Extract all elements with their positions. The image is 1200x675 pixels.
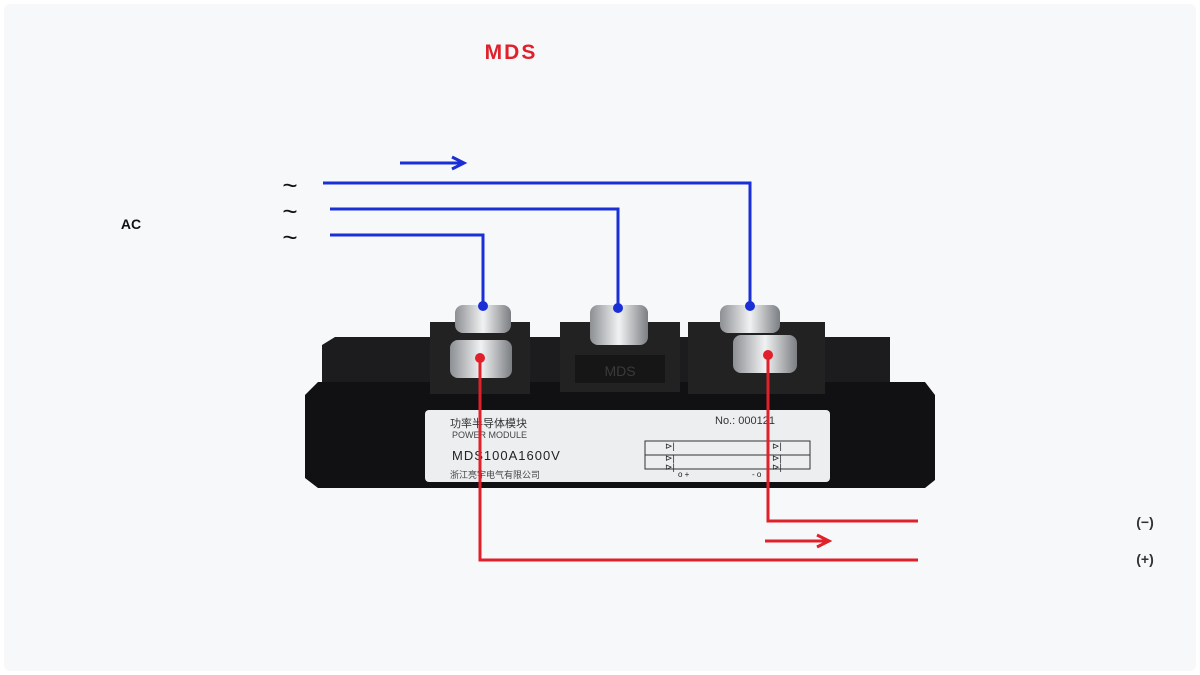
dc-wire-negative [766,355,918,523]
svg-text:⊳|: ⊳| [772,441,782,451]
ac-wire-phase-2 [330,207,620,307]
svg-text:⊳|: ⊳| [665,462,675,472]
ac-phase-2-symbol: ~ [282,196,297,226]
module-serial: No.: 000121 [715,415,775,427]
module-maker: 浙江亮宇电气有限公司 [450,469,540,480]
terminal-bolt [590,305,648,345]
svg-text:⊳|: ⊳| [772,453,782,463]
dc-connection-dot [475,353,485,363]
pin-minus-label: - o [752,470,762,479]
cover-mark: MDS [604,363,635,379]
pin-plus-label: o + [678,470,690,479]
ac-connection-dot [478,301,488,311]
ac-phase-3-symbol: ~ [282,222,297,252]
svg-text:⊳|: ⊳| [772,462,782,472]
bridge-schematic: ⊳| ⊳| ⊳| ⊳| ⊳| ⊳| [644,440,811,472]
module-name-cn: 功率半导体模块 [450,416,527,430]
module-nameplate [425,410,830,482]
ac-phase-1-symbol: ~ [282,170,297,200]
positive-output-label: (+) [1136,551,1154,567]
module-name-en: POWER MODULE [452,430,527,440]
negative-output-label: (−) [1136,514,1154,530]
ac-wire-phase-1 [323,181,752,305]
ac-connection-dot [613,303,623,313]
ac-label: AC [121,216,141,232]
ac-wire-phase-3 [330,233,485,305]
dc-connection-dot [763,350,773,360]
power-module: MDS 功率半导体模块 POWER MODULE MDS100A1600V 浙江… [305,305,935,488]
ac-connection-dot [745,301,755,311]
diagram-title: MDS [485,41,538,64]
dc-wire-positive [478,358,918,562]
svg-text:⊳|: ⊳| [665,453,675,463]
module-model: MDS100A1600V [452,448,561,463]
svg-text:⊳|: ⊳| [665,441,675,451]
